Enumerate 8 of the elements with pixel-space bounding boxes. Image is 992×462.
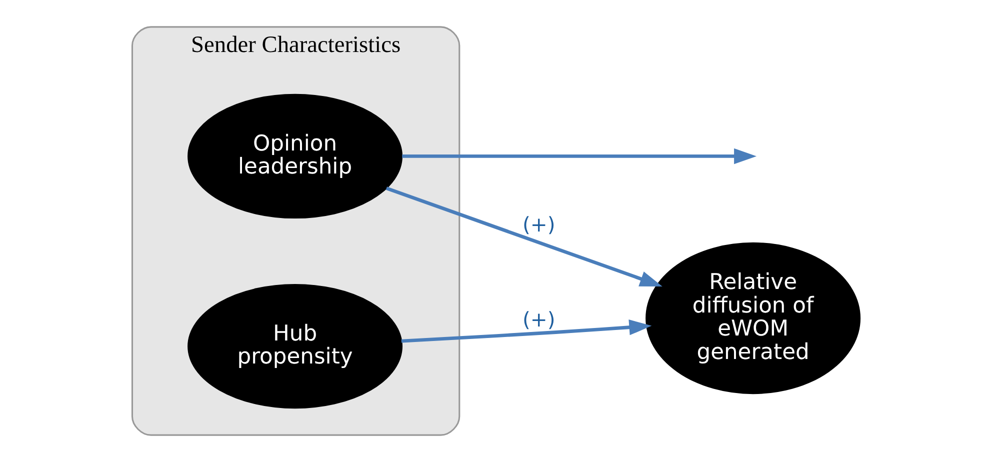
node-ellipse: Relative diffusion of eWOM generated	[646, 242, 861, 394]
edge-label: (+)	[522, 212, 556, 237]
node-ellipse: Opinion leadership	[188, 94, 403, 219]
arrow	[386, 186, 662, 286]
edge-label: (+)	[522, 308, 556, 332]
arrow	[401, 320, 652, 343]
node-ellipse: Hub propensity	[188, 284, 403, 409]
arrow	[402, 148, 757, 164]
